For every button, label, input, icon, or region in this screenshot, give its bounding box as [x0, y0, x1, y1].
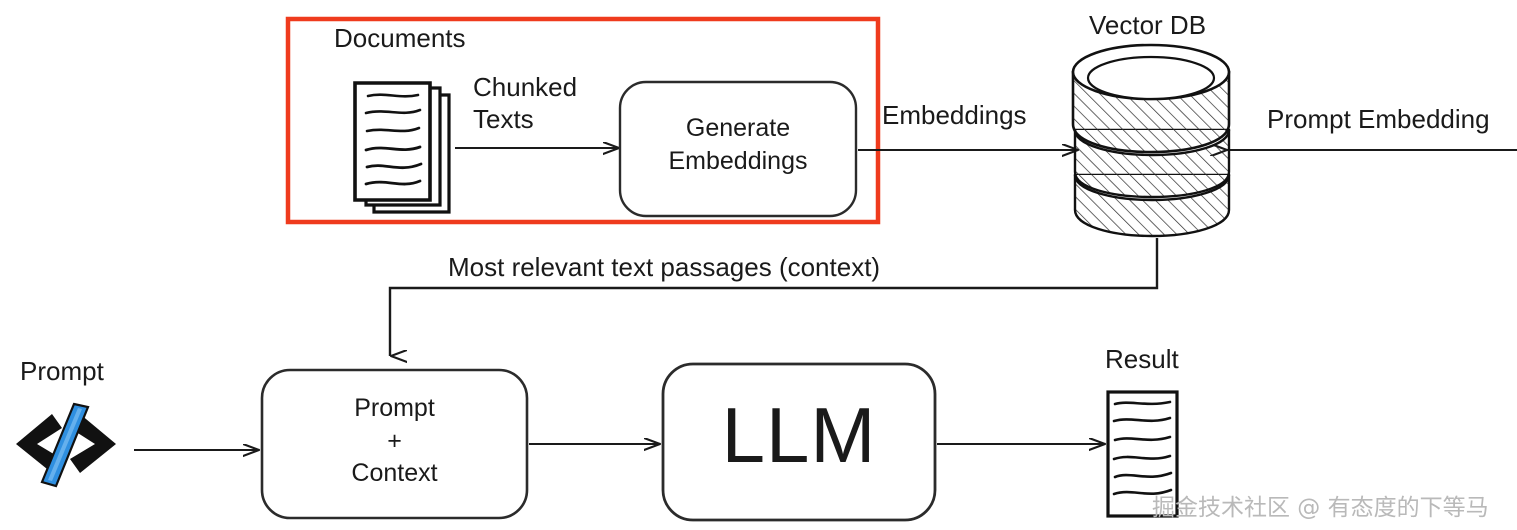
vector-db-icon — [1071, 43, 1231, 238]
node-prompt-context[interactable] — [260, 368, 529, 520]
label-chunked-texts-line2: Texts — [473, 104, 534, 134]
prompt-context-line2: + — [387, 426, 402, 455]
node-generate-embeddings[interactable] — [618, 80, 858, 218]
watermark-text: 掘金技术社区 @ 有态度的下等马 — [1152, 495, 1489, 521]
node-llm-label: LLM — [721, 391, 877, 479]
indexing-phase-highlight — [285, 16, 881, 225]
label-result: Result — [1105, 344, 1179, 374]
edge-vectordb-to-prompt-context — [388, 238, 1159, 356]
node-prompt-context-label: Prompt + Context — [262, 392, 527, 490]
generate-embeddings-line2: Embeddings — [668, 146, 808, 175]
result-document-icon — [1106, 390, 1179, 518]
label-vector-db: Vector DB — [1089, 10, 1207, 40]
label-prompt: Prompt — [20, 356, 104, 386]
label-documents: Documents — [334, 23, 466, 53]
code-brackets-icon — [16, 402, 116, 488]
node-generate-embeddings-label: Generate Embeddings — [620, 112, 856, 177]
label-embeddings: Embeddings — [882, 100, 1027, 130]
label-prompt-embedding: Prompt Embedding — [1267, 104, 1490, 134]
label-context-edge: Most relevant text passages (context) — [448, 252, 881, 282]
documents-stack-icon — [353, 81, 451, 214]
prompt-context-line1: Prompt — [354, 394, 435, 422]
prompt-context-line3: Context — [351, 459, 438, 487]
generate-embeddings-line1: Generate — [685, 114, 791, 142]
node-llm[interactable] — [661, 362, 937, 522]
label-chunked-texts-line1: Chunked — [473, 72, 578, 102]
